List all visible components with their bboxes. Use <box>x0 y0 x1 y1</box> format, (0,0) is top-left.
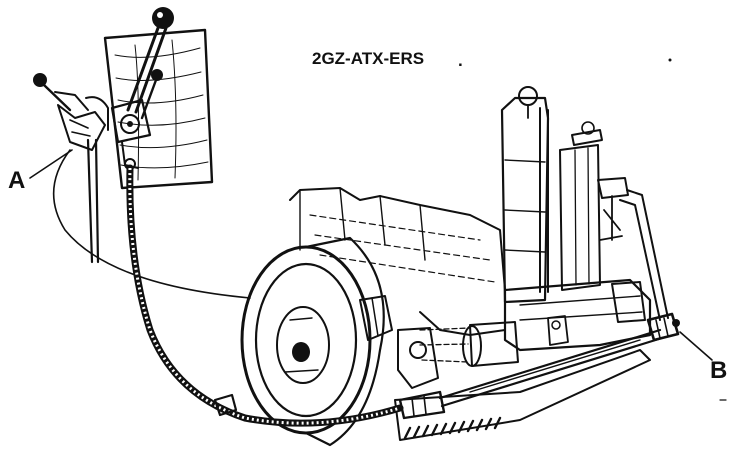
engine-block <box>289 86 669 441</box>
diagram-title-suffix: . <box>458 51 463 70</box>
connector-b-fitting <box>646 312 680 342</box>
control-panel-board <box>103 28 214 190</box>
speed-control-lever <box>110 7 174 170</box>
stop-control-lever <box>33 73 109 264</box>
speed-control-cable <box>126 164 664 427</box>
callout-b: B <box>679 331 727 384</box>
sump-fins <box>403 416 502 440</box>
flywheel <box>240 236 393 447</box>
callout-a-label: A <box>8 167 25 194</box>
callout-b-label: B <box>710 357 727 384</box>
diagram-title: 2GZ-ATX-ERS <box>312 49 424 68</box>
callout-a: A <box>8 149 73 194</box>
stray-mark <box>668 58 672 62</box>
thin-stop-cable <box>52 149 251 299</box>
